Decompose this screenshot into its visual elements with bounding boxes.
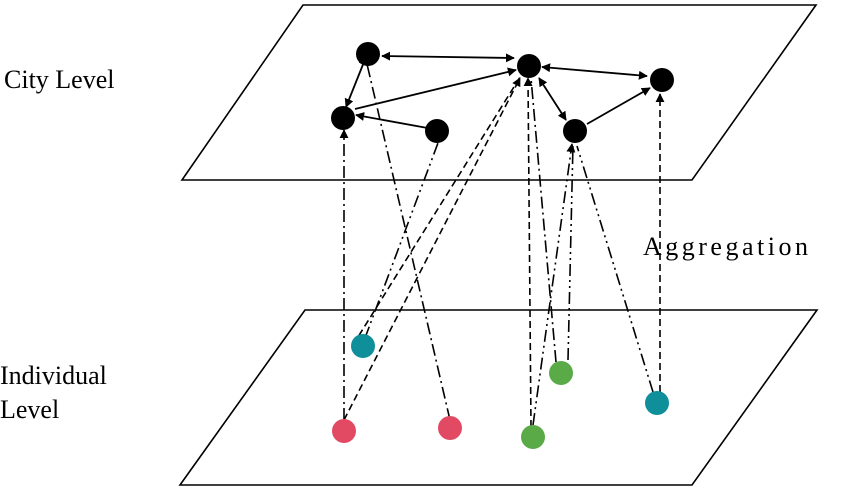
agg-line <box>366 63 451 421</box>
aggregation-label: Aggregation <box>643 232 811 261</box>
individual-level-label-line2: Level <box>0 395 59 424</box>
agg-line <box>523 77 533 428</box>
individual-node-green <box>549 361 573 385</box>
agg-line <box>532 143 576 426</box>
individual-node-teal <box>645 391 669 415</box>
city-level-plane <box>180 4 818 181</box>
city-node <box>425 119 449 143</box>
agg-line <box>576 145 654 393</box>
individual-level-plane <box>178 309 819 486</box>
individual-node-green <box>521 425 545 449</box>
city-edge <box>381 51 515 63</box>
individual-level-nodes <box>332 334 669 449</box>
agg-line <box>530 77 557 363</box>
city-level-nodes <box>331 42 674 143</box>
city-node <box>517 54 541 78</box>
city-level-edges <box>344 51 651 130</box>
city-edge <box>586 87 651 125</box>
agg-line <box>343 77 521 421</box>
city-node <box>356 42 380 66</box>
individual-level-label-line1: Individual <box>0 361 107 390</box>
individual-node-red <box>332 419 356 443</box>
city-node <box>563 119 587 143</box>
city-edge <box>541 63 648 80</box>
individual-node-teal <box>351 334 375 358</box>
city-edge <box>538 77 567 121</box>
city-edge <box>344 56 368 108</box>
city-edge <box>355 112 434 130</box>
city-level-label: City Level <box>4 65 114 94</box>
aggregation-lines <box>339 63 665 428</box>
individual-node-red <box>438 416 462 440</box>
city-node <box>650 68 674 92</box>
agg-line <box>567 143 574 361</box>
agg-line <box>352 73 523 346</box>
city-edge <box>354 67 517 110</box>
city-node <box>331 106 355 130</box>
